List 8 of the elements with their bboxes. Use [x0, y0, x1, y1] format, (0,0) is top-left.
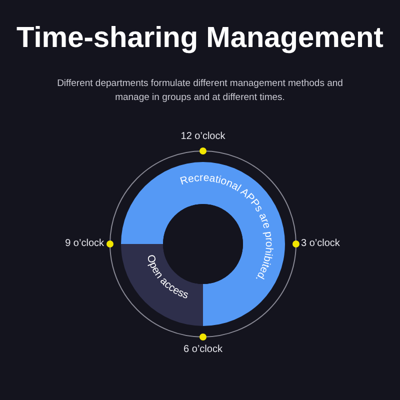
clock-label: 3 o’clock [301, 237, 341, 251]
clock-label: 12 o’clock [180, 130, 226, 144]
subtitle: Different departments formulate different management methods and manage in groups and at different times. [56, 77, 344, 105]
donut-segment [121, 162, 285, 326]
clock-label: 6 o’clock [182, 343, 224, 357]
title: Time-sharing Management [16, 21, 384, 56]
donut-segment [121, 244, 203, 326]
clock-label: 9 o’clock [64, 237, 104, 251]
